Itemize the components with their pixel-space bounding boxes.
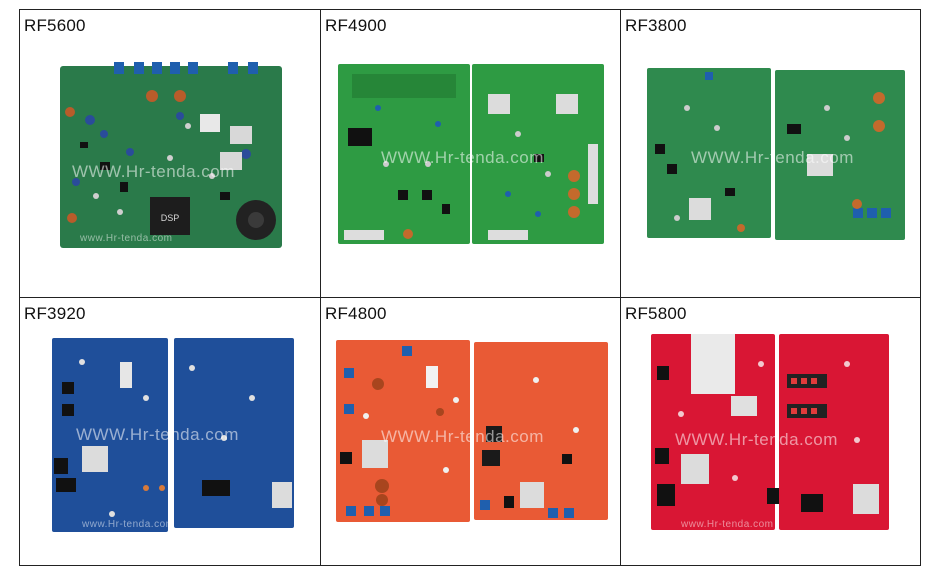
board-photo bbox=[647, 68, 905, 240]
board-photo bbox=[52, 338, 294, 532]
model-label: RF3800 bbox=[625, 16, 687, 35]
product-cell-rf4900: RF4900 WWW.Hr-tenda.com bbox=[321, 10, 621, 298]
product-cell-rf3800: RF3800 WWW.Hr-tenda.com bbox=[621, 10, 921, 298]
product-cell-rf4800: RF4800 WWW.Hr-tenda.com bbox=[321, 298, 621, 566]
product-grid: RF5600 DSP WWW.Hr-tenda.com www.Hr-tenda… bbox=[19, 9, 921, 566]
model-label: RF4800 bbox=[325, 304, 387, 323]
board-photo: DSP bbox=[60, 62, 282, 248]
board-photo bbox=[651, 334, 889, 530]
model-label: RF5600 bbox=[24, 16, 86, 35]
model-label: RF3920 bbox=[24, 304, 86, 323]
product-cell-rf5600: RF5600 DSP WWW.Hr-tenda.com www.Hr-tenda… bbox=[20, 10, 321, 298]
chip-label: DSP bbox=[161, 213, 180, 223]
product-cell-rf5800: RF5800 WWW.Hr-tenda.com www.Hr-tenda.com bbox=[621, 298, 921, 566]
model-label: RF5800 bbox=[625, 304, 687, 323]
board-photo bbox=[338, 64, 604, 244]
model-label: RF4900 bbox=[325, 16, 387, 35]
board-photo bbox=[336, 340, 608, 522]
product-cell-rf3920: RF3920 WWW.Hr-tenda.com www.Hr-tenda.com bbox=[20, 298, 321, 566]
